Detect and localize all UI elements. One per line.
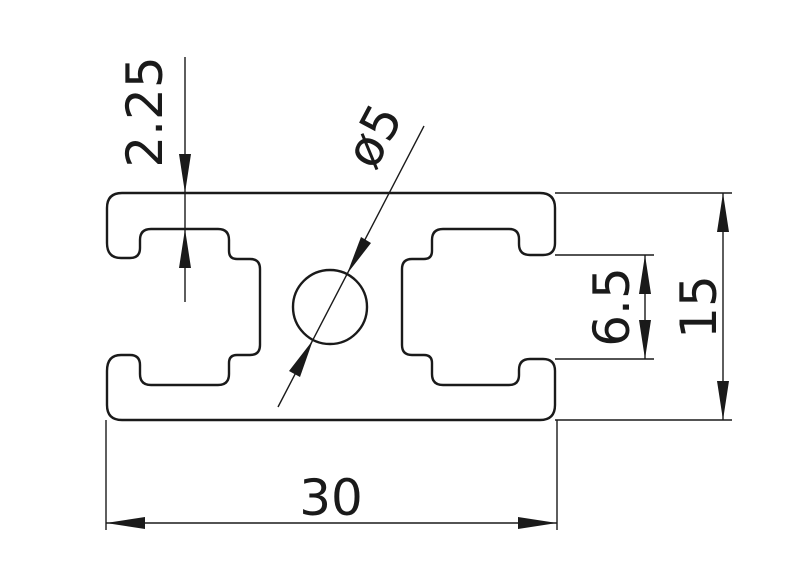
width-arrow-right bbox=[518, 517, 557, 529]
height-label: 15 bbox=[670, 275, 728, 339]
width-label: 30 bbox=[299, 469, 363, 527]
bore-arrow-bottom bbox=[289, 340, 313, 377]
slot-arrow-bottom bbox=[639, 320, 651, 359]
wall-label: 2.25 bbox=[116, 56, 174, 167]
profile-outline bbox=[105, 191, 557, 422]
wall-arrow-bottom bbox=[179, 229, 191, 268]
bore-arrow-top bbox=[347, 237, 371, 274]
center-bore bbox=[291, 268, 369, 346]
width-arrow-left bbox=[106, 517, 145, 529]
height-arrow-top bbox=[717, 193, 729, 232]
slot-arrow-top bbox=[639, 255, 651, 294]
wall-arrow-top bbox=[179, 154, 191, 193]
height-arrow-bottom bbox=[717, 381, 729, 420]
slot-label: 6.5 bbox=[583, 267, 641, 347]
bore-label: ø5 bbox=[334, 95, 415, 177]
